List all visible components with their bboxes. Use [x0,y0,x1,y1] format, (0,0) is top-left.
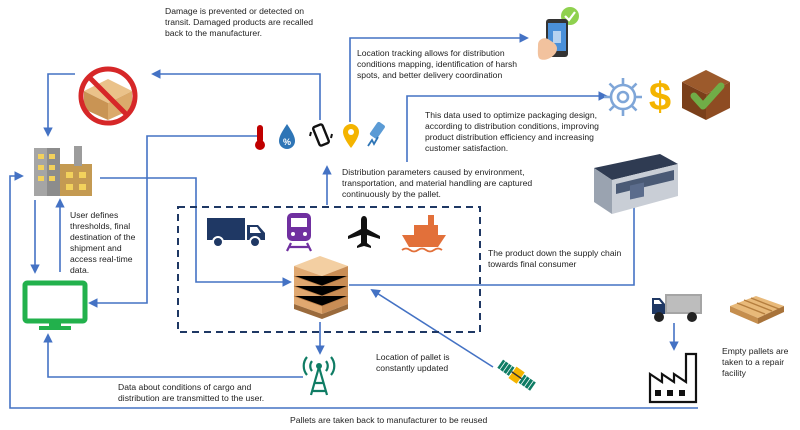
empty-pallets-note: Empty pallets are taken to a repair faci… [722,346,789,378]
arrow-damage-recall [151,69,321,120]
cell-tower-icon [302,356,336,396]
arrow-data-optimize [406,91,608,162]
humidity-icon: % [279,124,295,149]
no-damaged-box-icon [78,66,138,126]
arrow-satellite-to-pallet [370,288,494,368]
small-truck-icon [652,294,702,322]
parameters-note: Distribution parameters caused by enviro… [342,167,533,199]
svg-text:%: % [283,137,291,147]
phone-tracking-icon [537,7,579,60]
train-icon [286,213,312,252]
location-pallet-note: Location of pallet is constantly updated [376,352,450,373]
dollar-icon: $ [649,75,671,118]
thermometer-icon [255,125,265,150]
data-transmit-note: Data about conditions of cargo and distr… [118,382,265,403]
box-check-icon [682,70,730,120]
truck-icon [207,218,265,248]
satellite-icon [497,359,536,391]
airplane-icon [348,216,380,248]
transport-dashed-box [177,206,481,333]
arrow-factory-to-pallet [100,177,292,287]
supply-chain-note: The product down the supply chain toward… [488,248,622,269]
factory-icon [34,146,92,196]
gear-icon [604,78,642,116]
pallet-stack-icon [293,256,349,319]
arrow-tower-to-monitor [43,333,303,378]
monitor-icon [22,280,88,330]
arrow-location-tracking [349,33,529,122]
location-pin-icon [343,124,359,148]
vibration-phone-icon [309,123,333,147]
pallets-back-note: Pallets are taken back to manufacturer t… [290,415,488,425]
arrow-sensors-to-monitor [88,135,262,308]
damage-note: Damage is prevented or detected on trans… [165,6,314,38]
wooden-pallet-icon [730,296,784,324]
store-icon [594,154,678,214]
repair-factory-icon [648,352,698,404]
data-use-note: This data used to optimize packaging des… [425,110,599,153]
arrow-pallets-back [9,171,698,409]
arrow-pallet-to-store [349,194,639,286]
ship-icon [401,215,446,253]
user-defines-note: User defines thresholds, final destinati… [70,210,136,275]
location-tracking-note: Location tracking allows for distributio… [357,48,518,80]
arrow-recall-factory [43,73,75,137]
svg-text:$: $ [649,75,671,118]
shock-sensor-icon [367,121,385,147]
